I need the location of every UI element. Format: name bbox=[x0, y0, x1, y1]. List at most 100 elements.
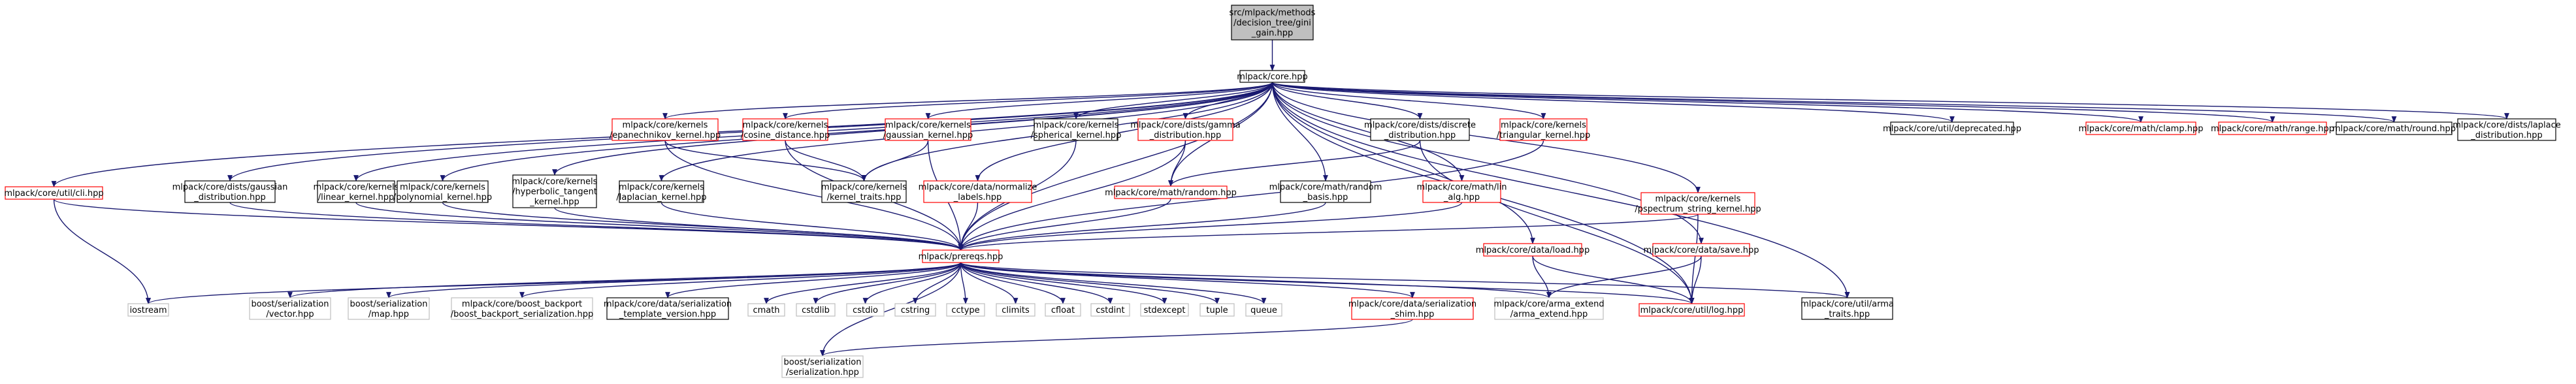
node-label-cctype-line-0: cctype bbox=[951, 306, 979, 315]
node-root[interactable]: src/mlpack/methods/decision_tree/gini_ga… bbox=[1230, 5, 1316, 40]
node-box-gauss_k bbox=[885, 118, 971, 141]
node-discrete[interactable]: mlpack/core/dists/discrete_distribution.… bbox=[1364, 118, 1476, 141]
node-round[interactable]: mlpack/core/math/round.hpp bbox=[2332, 121, 2456, 135]
node-label-bser-line-0: boost/serialization bbox=[783, 357, 861, 367]
node-log[interactable]: mlpack/core/util/log.hpp bbox=[1639, 303, 1745, 317]
node-label-tmplver-line-0: mlpack/core/data/serialization bbox=[604, 299, 732, 309]
node-cos_d[interactable]: mlpack/core/kernels/cosine_distance.hpp bbox=[741, 118, 830, 141]
edge-randbasis-to-prereqs bbox=[958, 202, 1326, 251]
node-save[interactable]: mlpack/core/data/save.hpp bbox=[1643, 243, 1759, 257]
edge-core-to-discrete bbox=[1271, 82, 1423, 120]
edge-load-to-armaext bbox=[1532, 255, 1552, 298]
edge-prereqs-to-cstring bbox=[913, 262, 962, 304]
edge-lap_k-to-prereqs bbox=[660, 202, 964, 251]
edge-core-to-cos_d bbox=[783, 82, 1273, 120]
node-box-cctype bbox=[946, 303, 985, 317]
node-label-cos_d-line-0: mlpack/core/kernels bbox=[743, 120, 828, 130]
edge-prereqs-to-stdexcept bbox=[960, 262, 1167, 304]
node-tri_k[interactable]: mlpack/core/kernels/triangular_kernel.hp… bbox=[1497, 118, 1590, 141]
node-poly_k[interactable]: mlpack/core/kernels/polynomial_kernel.hp… bbox=[393, 180, 492, 203]
node-shim[interactable]: mlpack/core/data/serialization_shim.hpp bbox=[1348, 297, 1476, 320]
edge-prereqs-to-log bbox=[960, 262, 1695, 304]
edge-core-to-prereqs bbox=[958, 82, 1273, 251]
edge-core-to-range bbox=[1271, 82, 2275, 123]
edge-prereqs-to-cstdio bbox=[862, 262, 962, 304]
node-load[interactable]: mlpack/core/data/load.hpp bbox=[1476, 243, 1590, 257]
node-epan_k[interactable]: mlpack/core/kernels/epanechnikov_kernel.… bbox=[610, 118, 721, 141]
node-box-clamp bbox=[2085, 121, 2196, 135]
node-queue: queue bbox=[1245, 303, 1282, 317]
edge-save-to-log bbox=[1689, 255, 1702, 304]
node-label-armatraits-line-1: _traits.hpp bbox=[1824, 310, 1870, 319]
node-lap_k[interactable]: mlpack/core/kernels/laplacian_kernel.hpp bbox=[616, 180, 707, 203]
node-randbasis[interactable]: mlpack/core/math/random_basis.hpp bbox=[1269, 180, 1382, 203]
node-linalg[interactable]: mlpack/core/math/lin_alg.hpp bbox=[1417, 180, 1507, 203]
node-box-sph_k bbox=[1034, 118, 1118, 141]
node-label-laplace-line-0: mlpack/core/dists/laplace bbox=[2453, 120, 2561, 130]
node-box-stdexcept bbox=[1140, 303, 1189, 317]
node-label-cli-line-0: mlpack/core/util/cli.hpp bbox=[4, 189, 103, 199]
edge-core-to-epan_k bbox=[662, 82, 1273, 120]
edge-epan_k-to-prereqs bbox=[664, 140, 964, 251]
edge-prereqs-to-armatraits bbox=[960, 262, 1850, 298]
node-label-lap_k-line-1: /laplacian_kernel.hpp bbox=[616, 193, 706, 202]
node-bvector: boost/serialization/vector.hpp bbox=[249, 297, 331, 320]
node-label-randbasis-line-0: mlpack/core/math/random bbox=[1269, 182, 1382, 192]
node-gamma[interactable]: mlpack/core/dists/gamma_distribution.hpp bbox=[1130, 118, 1241, 141]
node-label-hyper_k-line-2: _kernel.hpp bbox=[529, 197, 579, 207]
node-armatraits[interactable]: mlpack/core/util/arma_traits.hpp bbox=[1801, 297, 1894, 320]
node-label-range-line-0: mlpack/core/math/range.hpp bbox=[2211, 124, 2334, 134]
node-label-armaext-line-0: mlpack/core/arma_extend bbox=[1493, 299, 1604, 309]
edge-core-to-gauss_k bbox=[925, 82, 1273, 120]
node-gauss_dist[interactable]: mlpack/core/dists/gaussian_distribution.… bbox=[172, 180, 288, 203]
node-label-cstdint-line-0: cstdint bbox=[1096, 306, 1124, 315]
node-sph_k[interactable]: mlpack/core/kernels/spherical_kernel.hpp bbox=[1031, 118, 1122, 141]
node-linear_k[interactable]: mlpack/core/kernels/linear_kernel.hpp bbox=[314, 180, 399, 203]
node-hyper_k[interactable]: mlpack/core/kernels/hyperbolic_tangent_k… bbox=[512, 174, 598, 208]
node-prereqs[interactable]: mlpack/prereqs.hpp bbox=[919, 249, 1003, 263]
node-box-bser bbox=[781, 355, 864, 378]
edge-core-to-randbasis bbox=[1271, 82, 1328, 182]
node-label-root-line-2: _gain.hpp bbox=[1251, 29, 1293, 39]
node-box-linear_k bbox=[317, 180, 395, 203]
node-box-cmath bbox=[747, 303, 785, 317]
node-cstring: cstring bbox=[894, 303, 936, 317]
node-label-hyper_k-line-0: mlpack/core/kernels bbox=[512, 177, 598, 187]
node-label-epan_k-line-0: mlpack/core/kernels bbox=[623, 120, 708, 130]
node-random[interactable]: mlpack/core/math/random.hpp bbox=[1105, 185, 1237, 199]
node-clamp[interactable]: mlpack/core/math/clamp.hpp bbox=[2079, 121, 2204, 135]
node-label-armaext-line-1: /arma_extend.hpp bbox=[1510, 310, 1588, 319]
node-climits: climits bbox=[996, 303, 1035, 317]
node-ktraits[interactable]: mlpack/core/kernels/kernel_traits.hpp bbox=[821, 180, 907, 203]
node-label-linear_k-line-1: /linear_kernel.hpp bbox=[318, 193, 395, 202]
node-box-hyper_k bbox=[512, 174, 597, 208]
node-label-bmap-line-1: /map.hpp bbox=[368, 310, 409, 319]
node-tmplver[interactable]: mlpack/core/data/serialization_template_… bbox=[604, 297, 732, 320]
node-label-armatraits-line-0: mlpack/core/util/arma bbox=[1801, 299, 1894, 309]
node-cfloat: cfloat bbox=[1045, 303, 1081, 317]
node-label-cmath-line-0: cmath bbox=[753, 306, 779, 315]
node-pspec[interactable]: mlpack/core/kernels/pspectrum_string_ker… bbox=[1635, 192, 1761, 215]
node-laplace[interactable]: mlpack/core/dists/laplace_distribution.h… bbox=[2453, 118, 2561, 141]
node-depr[interactable]: mlpack/core/util/deprecated.hpp bbox=[1883, 121, 2021, 135]
node-cctype: cctype bbox=[946, 303, 985, 317]
node-box-tri_k bbox=[1499, 118, 1588, 141]
node-label-tmplver-line-1: _template_version.hpp bbox=[619, 310, 716, 319]
node-tuple: tuple bbox=[1199, 303, 1235, 317]
node-label-cstdlib-line-0: cstdlib bbox=[802, 306, 830, 315]
node-normlab[interactable]: mlpack/core/data/normalize_labels.hpp bbox=[919, 180, 1037, 203]
node-range[interactable]: mlpack/core/math/range.hpp bbox=[2211, 121, 2334, 135]
edge-cli-to-iostream bbox=[53, 199, 151, 304]
edge-prereqs-to-cstdint bbox=[960, 262, 1113, 304]
edge-core-to-sph_k bbox=[1073, 82, 1273, 120]
node-label-hyper_k-line-1: /hyperbolic_tangent bbox=[512, 187, 597, 197]
node-cli[interactable]: mlpack/core/util/cli.hpp bbox=[4, 186, 104, 200]
node-gauss_k[interactable]: mlpack/core/kernels/gaussian_kernel.hpp bbox=[883, 118, 973, 141]
node-label-clamp-line-0: mlpack/core/math/clamp.hpp bbox=[2079, 124, 2204, 134]
node-box-tuple bbox=[1199, 303, 1235, 317]
node-label-poly_k-line-0: mlpack/core/kernels bbox=[400, 182, 485, 192]
node-label-random-line-0: mlpack/core/math/random.hpp bbox=[1105, 188, 1237, 198]
node-box-discrete bbox=[1370, 118, 1470, 141]
node-core[interactable]: mlpack/core.hpp bbox=[1237, 70, 1308, 83]
node-box-climits bbox=[996, 303, 1035, 317]
